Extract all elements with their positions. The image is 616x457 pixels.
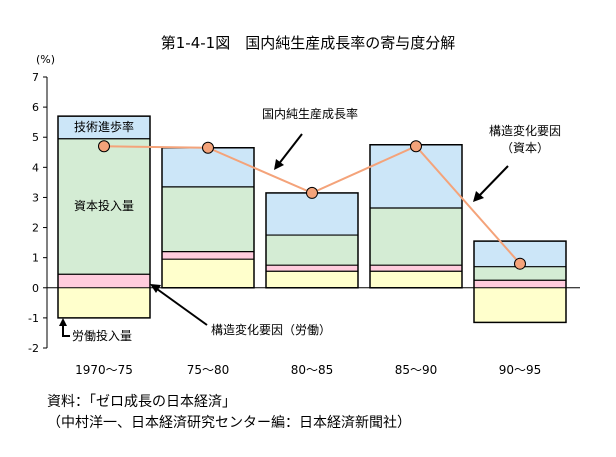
structural-labor-arrow xyxy=(150,284,208,326)
capital-input-label: 資本投入量 xyxy=(74,198,134,213)
chart-title: 第1-4-1図 国内純生産成長率の寄与度分解 xyxy=(161,34,455,52)
y-tick-label: 0 xyxy=(32,282,39,295)
growth-rate-point xyxy=(98,140,110,153)
tech-progress-label: 技術進歩率 xyxy=(74,119,134,134)
y-tick-label: 6 xyxy=(32,101,39,114)
bar-segment xyxy=(474,266,566,281)
bar-segment xyxy=(162,147,254,187)
y-tick-label: 3 xyxy=(32,191,39,204)
bar-segment xyxy=(162,186,254,252)
y-tick-label: -1 xyxy=(28,312,39,325)
y-tick-label: 4 xyxy=(32,161,39,174)
y-tick-label: 1 xyxy=(32,252,39,265)
bar-segment xyxy=(162,251,254,260)
growth-rate-point xyxy=(514,257,526,270)
category-label: 75～80 xyxy=(187,363,230,377)
bar-segment xyxy=(266,235,358,266)
bar-segment xyxy=(370,271,462,288)
growth-rate-point xyxy=(306,186,318,199)
y-axis: -2 -1 0 1 2 3 4 5 6 7 xyxy=(28,71,580,355)
growth-rate-point xyxy=(202,141,214,154)
y-tick-label: 2 xyxy=(32,222,39,235)
bar-segment xyxy=(266,271,358,288)
labor-input-bracket xyxy=(59,318,70,337)
structural-capital-arrow xyxy=(473,165,509,202)
labor-input-label: 労働投入量 xyxy=(72,328,132,343)
category-label: 85～90 xyxy=(395,363,438,377)
x-categories: 1970～75 75～80 80～85 85～90 90～95 xyxy=(75,363,541,377)
structural-labor-label: 構造変化要因（労働） xyxy=(211,322,331,337)
growth-rate-point xyxy=(410,140,422,153)
category-label: 80～85 xyxy=(291,363,334,377)
bar-segment xyxy=(58,274,150,288)
unit-label: (%) xyxy=(36,53,55,66)
structural-capital-label-2: （資本） xyxy=(501,141,549,155)
bar-segment xyxy=(266,265,358,272)
y-tick-label: -2 xyxy=(28,342,39,355)
category-label: 90～95 xyxy=(499,363,542,377)
bar-outline xyxy=(473,240,567,324)
bar-segment xyxy=(474,280,566,288)
growth-arrow xyxy=(274,133,303,170)
structural-capital-label-1: 構造変化要因 xyxy=(489,123,561,138)
growth-rate-line xyxy=(98,140,526,270)
bar-segment xyxy=(370,144,462,208)
bar-segment xyxy=(58,116,150,139)
bar-segment xyxy=(370,265,462,272)
category-label: 1970～75 xyxy=(75,363,133,377)
bar-segment xyxy=(370,207,462,266)
bar-segment xyxy=(162,259,254,288)
bar-segment xyxy=(266,192,358,236)
source-line-2: （中村洋一、日本経済研究センター編：日本経済新聞社） xyxy=(47,415,411,431)
y-tick-label: 7 xyxy=(32,71,39,84)
growth-rate-label: 国内純生産成長率 xyxy=(262,106,358,121)
y-tick-label: 5 xyxy=(32,131,39,144)
source-line-1: 資料：「ゼロ成長の日本経済」 xyxy=(47,394,236,410)
bar-segment xyxy=(474,287,566,323)
bar-segment xyxy=(58,287,150,318)
bar-segment xyxy=(58,138,150,275)
bar-outline xyxy=(57,115,151,319)
